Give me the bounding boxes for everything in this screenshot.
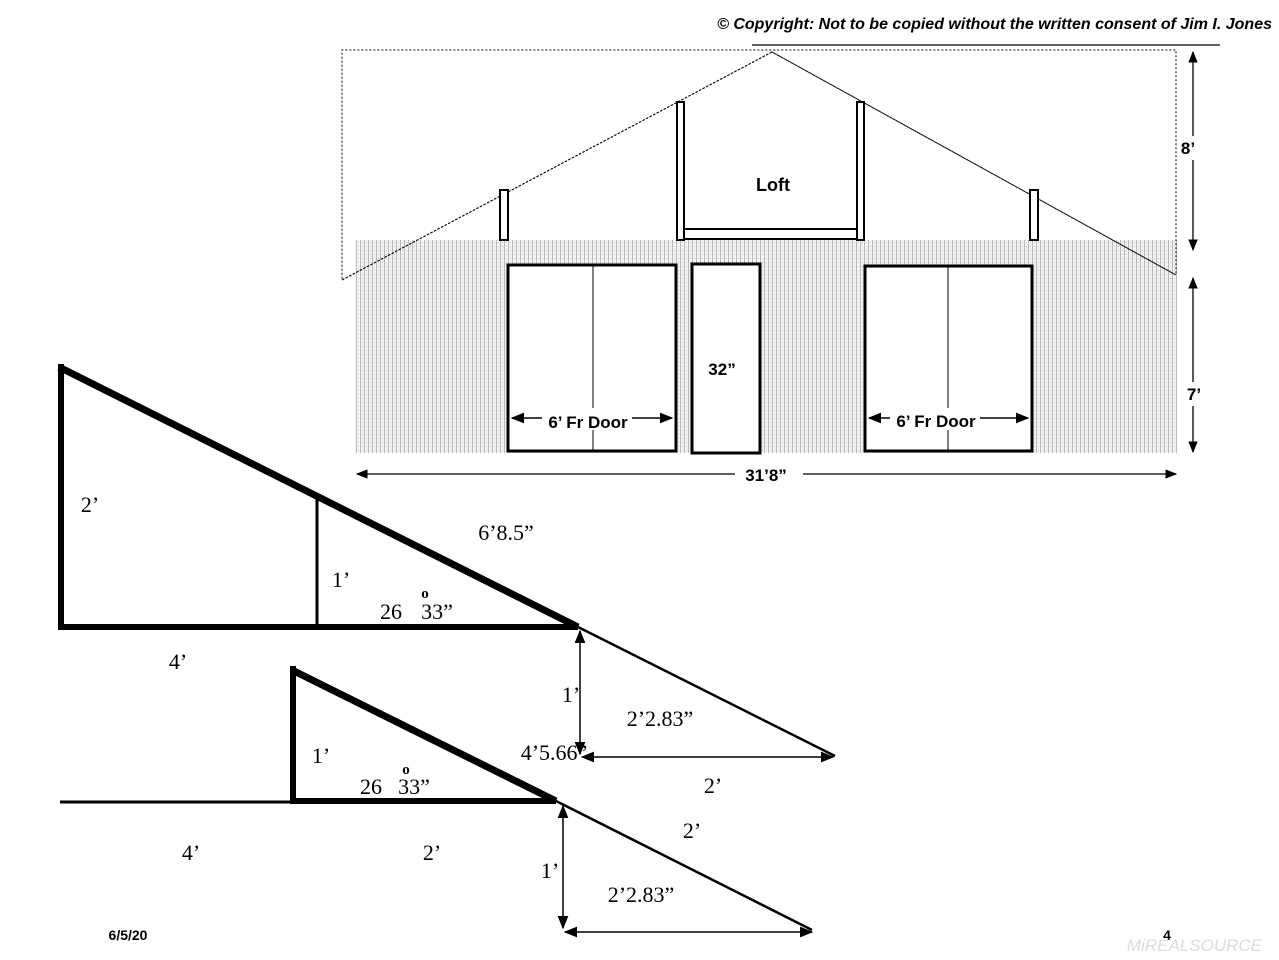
- overhang-lower: 2’ 1’ 2’2.83”: [541, 799, 814, 938]
- footer-date: 6/5/20: [109, 927, 148, 943]
- overhang-upper: 1’ 2’2.83” 4’5.66” 2’: [521, 625, 836, 798]
- short-post-left: [499, 189, 509, 241]
- overhang-upper-run-label: 4’5.66”: [521, 740, 588, 765]
- overhang-upper-drop-label: 1’: [562, 682, 580, 707]
- truss-upper-angle-degree: o: [421, 586, 429, 602]
- truss-upper: 2’ 6’8.5” 1’ o 26 33” 4’: [57, 363, 580, 674]
- loft-post-right: [856, 101, 865, 241]
- truss-lower-rafter: [290, 666, 558, 805]
- french-door-left-label: 6’ Fr Door: [548, 413, 628, 432]
- width-label: 31’8”: [745, 466, 787, 485]
- overhang-lower-slope-line: [555, 799, 813, 932]
- footer-watermark: MiREALSOURCE: [1127, 936, 1263, 955]
- french-door-right-label-bg: [890, 408, 980, 430]
- truss-upper-angle-minutes: 33”: [421, 599, 453, 624]
- roof-height-label-bg: [1178, 136, 1204, 160]
- loft-post-left: [676, 101, 685, 241]
- truss-upper-angle-value: 26: [380, 599, 402, 624]
- truss-upper-height-label: 2’: [81, 492, 99, 517]
- truss-lower-left-base-label: 4’: [182, 840, 200, 865]
- front-elevation: Loft 6’ Fr Door 32” 6’ Fr Door 31’8” 8’ …: [341, 49, 1206, 485]
- wall-height-label-bg: [1180, 382, 1206, 406]
- truss-lower-angle-minutes: 33”: [398, 774, 430, 799]
- loft-label: Loft: [756, 175, 790, 195]
- overhang-lower-slope-length-label: 2’2.83”: [608, 882, 675, 907]
- overhang-lower-drop-label: 1’: [541, 858, 559, 883]
- overhang-upper-slope: [577, 625, 836, 758]
- truss-lower-angle-degree: o: [402, 762, 410, 778]
- truss-upper-slope-label: 6’8.5”: [478, 520, 534, 545]
- copyright-notice: © Copyright: Not to be copied without th…: [717, 16, 1272, 33]
- truss-lower-base-label: 2’: [423, 840, 441, 865]
- wall-height-label: 7’: [1187, 385, 1201, 404]
- truss-upper-rafter: [57, 363, 580, 631]
- truss-lower-height-label: 1’: [312, 743, 330, 768]
- french-door-right-label: 6’ Fr Door: [896, 412, 976, 431]
- width-label-bg: [735, 463, 803, 485]
- overhang-upper-horizontal-label: 2’: [704, 773, 722, 798]
- truss-upper-base-label: 4’: [169, 649, 187, 674]
- truss-lower-angle-value: 26: [360, 774, 382, 799]
- roof-height-label: 8’: [1181, 139, 1195, 158]
- overhang-lower-slope-label: 2’: [683, 818, 701, 843]
- overhang-upper-slope-label: 2’2.83”: [627, 706, 694, 731]
- french-door-left-label-bg: [542, 408, 632, 430]
- wall-siding: [355, 240, 1177, 453]
- center-door: [690, 262, 762, 455]
- truss-lower: 1’ o 26 33” 4’ 2’: [60, 666, 558, 865]
- loft-floor: [683, 228, 858, 240]
- center-door-label: 32”: [708, 360, 735, 379]
- short-post-right: [1029, 189, 1039, 241]
- footer-page-number: 4: [1163, 927, 1171, 943]
- truss-upper-post-label: 1’: [332, 567, 350, 592]
